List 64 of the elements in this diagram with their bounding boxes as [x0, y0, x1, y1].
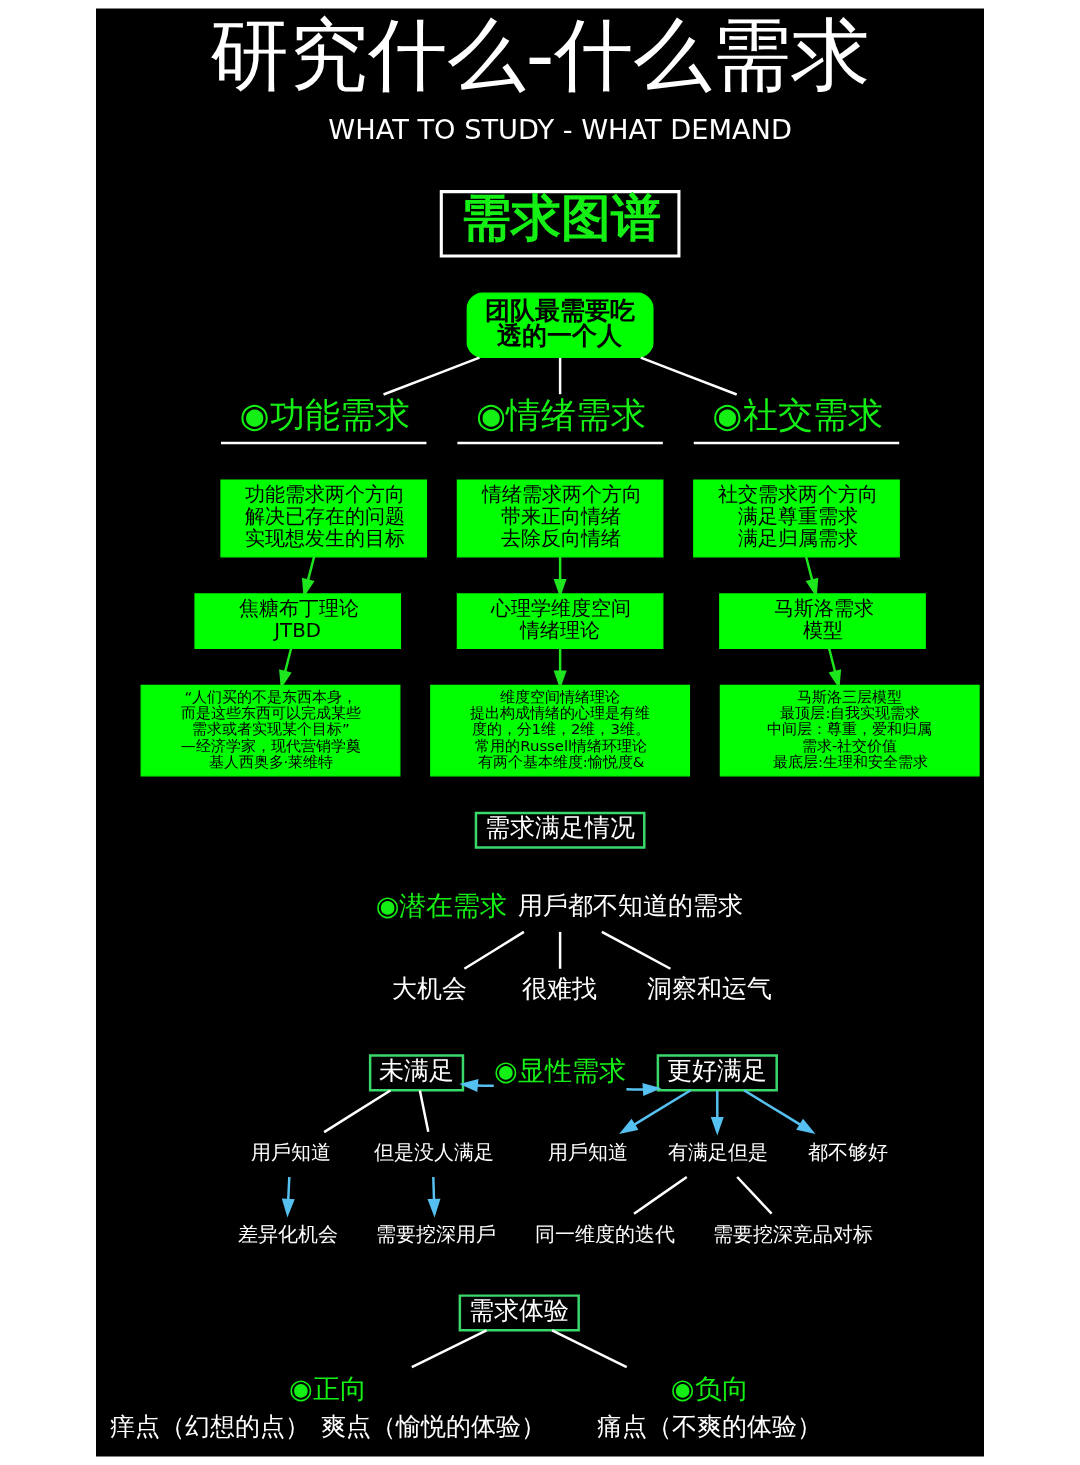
connector: [633, 1176, 688, 1215]
node-box: 需求体验: [458, 1294, 580, 1332]
arrow: [619, 1089, 692, 1134]
node-box: 马斯洛三层模型 最顶层:自我实现需求 中间层：尊重，爱和归属需求-社交价值 最底层:生理和安全需求: [719, 684, 980, 777]
node-text: 用戶知道: [250, 1141, 331, 1165]
connector: [551, 1329, 628, 1369]
connector: [418, 1090, 430, 1133]
arrow: [710, 1090, 724, 1136]
node-text: ◉负向: [670, 1372, 749, 1404]
node-text: 需要挖深竞品对标: [712, 1222, 873, 1246]
arrow: [804, 556, 819, 598]
node-box: 团队最需要吃透的一个人: [466, 292, 654, 359]
node-label: 爽点（愉悦的体验）: [321, 1412, 547, 1442]
node-label: 痒点（幻想的点）: [109, 1412, 310, 1442]
arrow: [626, 1083, 662, 1097]
arrow: [301, 556, 316, 598]
node-text: ◉社交需求: [712, 395, 883, 436]
connector: [411, 1329, 488, 1369]
node-text: 需要挖深用戶: [376, 1222, 497, 1246]
arrow: [279, 648, 293, 689]
node-text: ◉潜在需求: [375, 890, 508, 922]
connector: [463, 930, 525, 970]
arrow: [828, 648, 842, 689]
connector: [601, 930, 671, 970]
node-box: 社交需求两个方向 满足尊重需求 满足归属需求: [693, 479, 900, 558]
node-box: 需求满足情况: [474, 811, 646, 849]
arrow: [743, 1089, 816, 1134]
node-text: 同一维度的迭代: [534, 1222, 675, 1246]
connector: [383, 356, 480, 396]
node-text: 用戶知道: [547, 1141, 628, 1165]
arrow: [281, 1176, 295, 1218]
node-box: “人们买的不是东西本身，而是这些东西可以完成某些需求或者实现某个目标” —经济学家，现代营销学奠基人西奥多·莱维特: [140, 684, 401, 777]
node-box: 功能需求两个方向 解决已存在的问题 实现想发生的目标: [220, 479, 428, 558]
node-box: 需求图谱: [439, 190, 681, 258]
node-text: 很难找: [522, 974, 598, 1004]
node-text: ◉显性需求: [493, 1054, 626, 1086]
node-label: 痛点（不爽的体验）: [597, 1412, 823, 1442]
connector: [323, 1089, 392, 1134]
arrow: [553, 556, 567, 598]
node-text: 大机会: [392, 974, 468, 1004]
node-label: 用戶都不知道的需求: [518, 891, 744, 921]
node-text: 洞察和运气: [646, 974, 772, 1004]
node-box: 更好满足: [656, 1054, 778, 1092]
node-text: ◉情绪需求: [475, 395, 647, 436]
node-box: 未满足: [368, 1054, 465, 1092]
node-text: ◉功能需求: [239, 395, 410, 436]
node-box: 马斯洛需求模型: [719, 593, 926, 649]
node-text: ◉正向: [289, 1372, 367, 1404]
connector: [558, 357, 562, 395]
node-text: 都不够好: [807, 1141, 888, 1165]
arrow: [427, 1176, 441, 1218]
node-box: 焦糖布丁理论 JTBD: [194, 593, 402, 649]
label: WHAT TO STUDY - WHAT DEMAND: [328, 114, 792, 146]
node-box: 心理学维度空间情绪理论: [456, 593, 664, 649]
arrow: [553, 648, 567, 690]
node-box: 情绪需求两个方向 带来正向情绪 去除反向情绪: [456, 479, 664, 558]
node-text: 有满足但是: [668, 1141, 769, 1165]
connector: [558, 931, 562, 969]
node-text: 但是没人满足: [373, 1141, 494, 1165]
connector: [640, 356, 738, 396]
diagram-title: 研究什么-什么需求: [209, 7, 871, 101]
node-text: 差异化机会: [237, 1222, 338, 1246]
connector: [736, 1176, 773, 1215]
node-box: 维度空间情绪理论 提出构成情绪的心理是有维度的，分1维，2维，3维。常用的Russell情绪环理论有两个基本维度:愉悦度&: [430, 684, 691, 777]
